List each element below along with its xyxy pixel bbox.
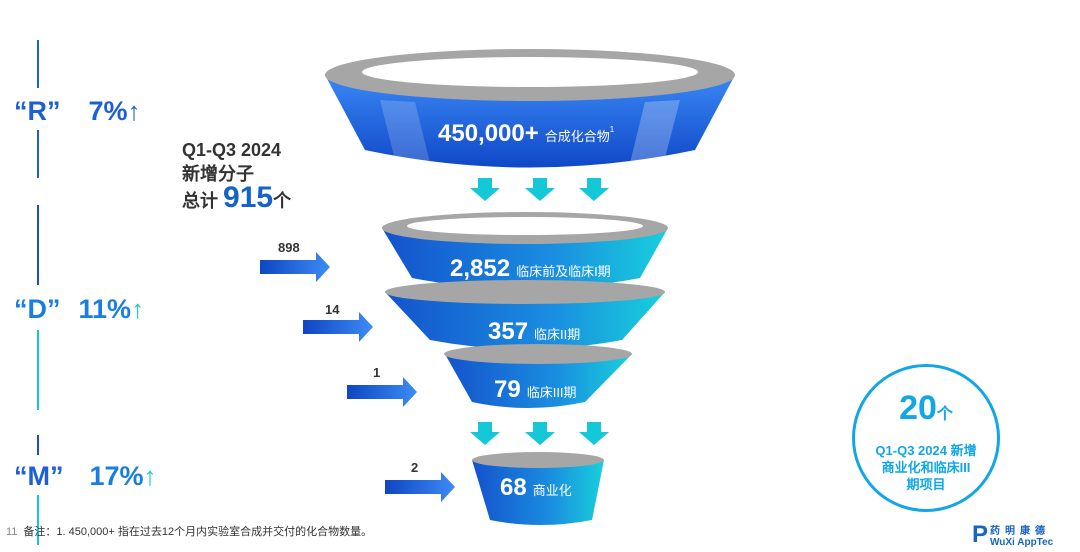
funnel-stage-3 [385,280,665,349]
right-arrow-icon [303,312,373,342]
funnel-stage-4 [444,344,632,408]
right-arrow-icon [385,472,455,502]
metric-d: “D”11%↑ [14,294,145,324]
inflow-label: 898 [278,240,300,255]
molecule-summary: Q1-Q3 2024 新增分子 总计 915个 [182,140,292,214]
down-arrow-icon [525,178,555,201]
metric-m: “M”17%↑ [14,461,157,491]
inflow-label: 14 [325,302,340,317]
down-arrow-icon [470,178,500,201]
funnel-stage-2 [382,212,668,289]
down-arrow-icon [579,422,609,445]
new-projects-badge: 20个 Q1-Q3 2024 新增 商业化和临床III 期项目 [852,364,1000,512]
company-logo: P 药明康德 WuXi AppTec [972,521,1054,549]
funnel-stage-5 [472,452,604,525]
down-arrow-icon [470,422,500,445]
funnel-stage-1 [325,49,735,168]
down-arrow-icon [525,422,555,445]
inflow-label: 2 [411,460,419,475]
stage-compounds: 450,000+合成化合物1 [438,120,615,147]
metric-r: “R”7%↑ [14,96,141,126]
inflow-label: 1 [373,365,381,380]
down-arrows [470,178,609,445]
right-arrow-icon [347,377,417,407]
right-arrow-icon [260,252,330,282]
down-arrow-icon [579,178,609,201]
inflow-arrows [260,252,455,502]
